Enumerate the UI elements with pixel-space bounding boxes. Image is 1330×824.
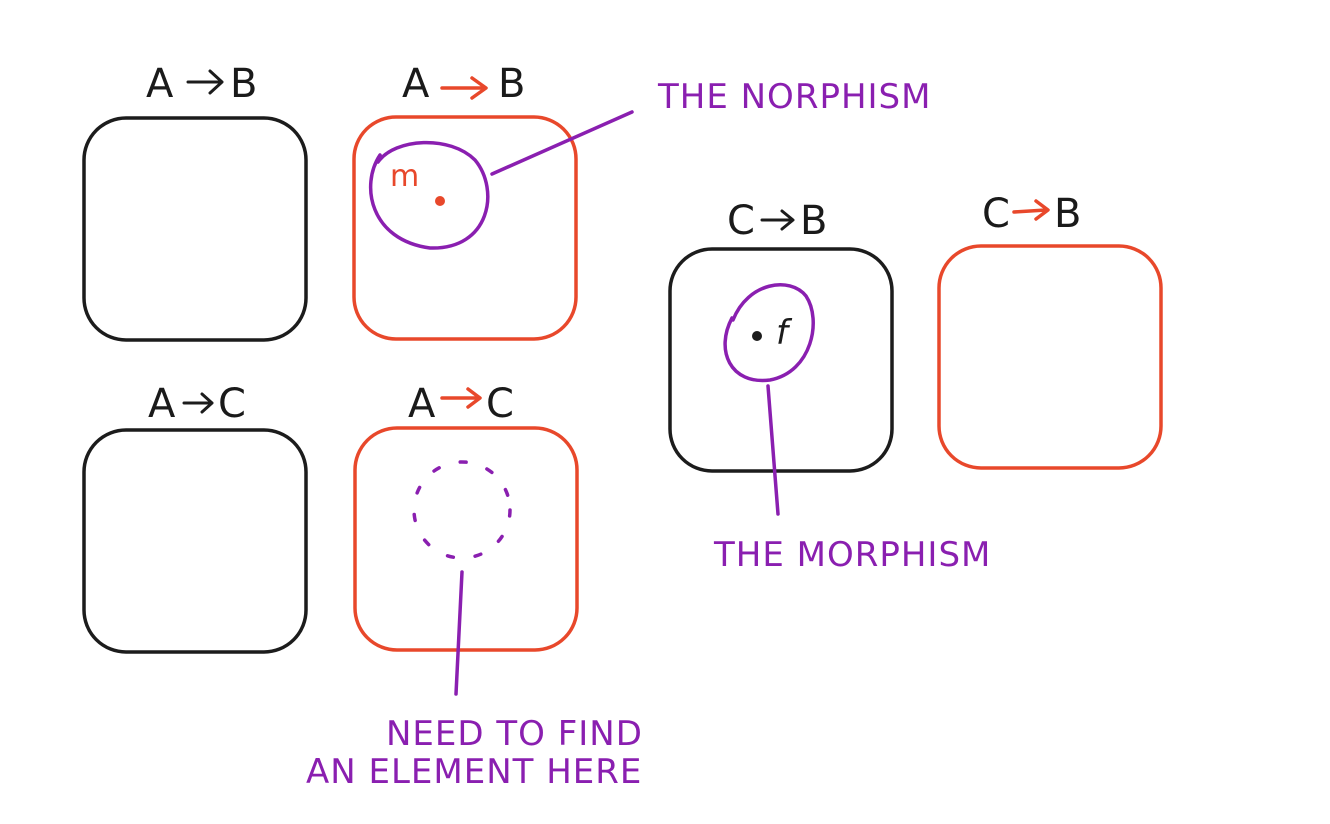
box-c-to-b-red: C B xyxy=(937,191,1163,470)
box-label-from: A xyxy=(148,381,176,427)
red-arrow-icon xyxy=(440,76,488,100)
box-a-to-b-red: A B m xyxy=(352,61,634,341)
annotation-pointer xyxy=(766,384,780,516)
box-a-to-c-black: A C xyxy=(82,381,308,654)
box-label-to: C xyxy=(218,381,246,427)
box-frame xyxy=(82,116,308,342)
box-a-to-c-red: A C xyxy=(353,381,579,696)
arrow-icon xyxy=(182,392,214,414)
box-label-from: A xyxy=(402,61,430,107)
annotation-need-line1: NEED TO FIND xyxy=(386,714,643,754)
element-m-label: m xyxy=(390,159,419,194)
box-a-to-b-black: A B xyxy=(82,61,308,342)
element-f-label: f xyxy=(776,313,793,353)
arrow-icon xyxy=(760,209,795,231)
box-label-to: B xyxy=(498,61,525,107)
box-label-from: C xyxy=(727,198,755,244)
element-f-dot xyxy=(752,331,762,341)
empty-element-dashed-circle xyxy=(412,460,512,560)
box-label-to: B xyxy=(800,198,827,244)
red-arrow-icon xyxy=(1012,199,1050,221)
box-label-from: A xyxy=(146,61,174,107)
box-label-to: C xyxy=(486,381,514,427)
box-frame xyxy=(937,244,1163,470)
annotation-pointer xyxy=(490,110,634,176)
red-arrow-icon xyxy=(440,387,482,409)
box-frame xyxy=(668,247,894,473)
box-frame xyxy=(353,426,579,652)
box-frame xyxy=(82,428,308,654)
box-label-from: A xyxy=(408,381,436,427)
annotation-pointer xyxy=(454,570,464,696)
arrow-icon xyxy=(186,69,224,95)
annotation-morphism-top: THE NORPHISM xyxy=(657,77,931,117)
annotation-need-line2: AN ELEMENT HERE xyxy=(306,752,642,792)
morphism-circle xyxy=(723,283,815,383)
box-label-to: B xyxy=(230,61,257,107)
box-label-to: B xyxy=(1054,191,1081,237)
box-c-to-b-black: C B f xyxy=(668,198,894,516)
annotation-morphism-bottom: THE MORPHISM xyxy=(713,535,991,575)
morphism-circle xyxy=(368,140,490,250)
box-label-from: C xyxy=(982,191,1010,237)
element-m-dot xyxy=(435,196,445,206)
box-frame xyxy=(352,115,578,341)
